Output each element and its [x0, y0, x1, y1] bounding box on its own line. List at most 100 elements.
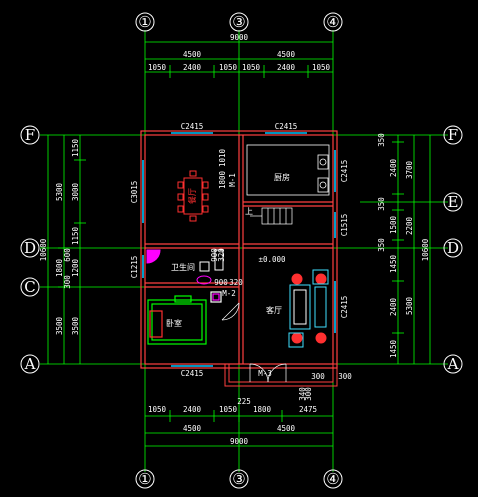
left-dimension-lines [47, 135, 86, 364]
top-axis-bubbles: ① ③ ④ [135, 12, 343, 32]
bottom-small-dim-1: 225 [237, 397, 251, 406]
right-inner-8: 1450 [389, 339, 398, 358]
kitchen-label: 厨房 [274, 172, 290, 182]
bottom-dimension-lines [145, 410, 333, 447]
top-half-dim-2: 4500 [277, 50, 296, 59]
right-axis-bubbles: F E D A [443, 125, 463, 374]
axis-C-left: C [24, 278, 35, 296]
bottom-seg-dim-4: 1800 [253, 405, 272, 414]
axis-1-top: ① [138, 13, 151, 31]
top-seg-dim-5: 2400 [277, 63, 296, 72]
axis-1-bottom: ① [138, 470, 151, 488]
left-mid-2: 1800 [55, 258, 64, 277]
right-mid-2: 2200 [405, 216, 414, 235]
bottom-axis-bubbles: ① ③ ④ [135, 469, 343, 489]
bottom-small-dim-4: 340 [298, 387, 307, 401]
top-seg-dim-6: 1050 [312, 63, 331, 72]
left-axis-bubbles: F D C A [20, 125, 40, 374]
dining-table [177, 170, 209, 222]
top-seg-dim-4: 1050 [242, 63, 261, 72]
right-mid-3: 5300 [405, 296, 414, 315]
top-seg-dim-3: 1050 [219, 63, 238, 72]
bottom-seg-dim-3: 1050 [219, 405, 238, 414]
stair [250, 207, 293, 225]
top-seg-dim-2: 2400 [183, 63, 202, 72]
door-label-bedroom: M-2 [222, 289, 236, 298]
exterior-walls [140, 130, 338, 369]
right-inner-2: 2400 [389, 158, 398, 177]
entry-porch [224, 363, 338, 387]
kitchen-fixtures [246, 144, 330, 196]
top-seg-dim-1: 1050 [148, 63, 167, 72]
wc-label: 卫生间 [171, 262, 195, 272]
right-inner-1: 350 [377, 133, 386, 147]
wc-dim-2: 320 [229, 278, 243, 287]
axis-4-bottom: ④ [326, 470, 339, 488]
left-small-1: 600 [63, 248, 72, 262]
bottom-small-dim-5: 300 [304, 387, 313, 401]
window-label-right-stair: C1515 [340, 214, 349, 237]
bottom-small-dim-2: 300 [311, 372, 325, 381]
axis-3-top: ③ [232, 13, 245, 31]
left-inner-1: 1150 [71, 138, 80, 157]
top-half-dim-1: 4500 [183, 50, 202, 59]
bedroom-furniture [147, 291, 222, 345]
axis-D-left: D [24, 239, 36, 257]
elevation-label: ±0.000 [258, 255, 286, 264]
top-dimension-lines [145, 41, 333, 78]
right-inner-5: 350 [377, 238, 386, 252]
living-label: 客厅 [266, 305, 282, 315]
bottom-half-dim-1: 4500 [183, 424, 202, 433]
window-label-right-living: C2415 [340, 296, 349, 319]
right-inner-3: 350 [377, 197, 386, 211]
stair-up-label: 上 [245, 207, 253, 216]
entry-door [249, 363, 287, 383]
right-mid-1: 3700 [405, 160, 414, 179]
wc-dim-4: 320 [217, 248, 226, 262]
window-label-bottom-left: C2415 [181, 369, 204, 378]
top-total-dim: 9000 [230, 33, 249, 42]
right-outer-total: 10600 [421, 238, 430, 261]
right-inner-4: 1500 [389, 215, 398, 234]
kitchen-dim-a: 1010 [218, 148, 227, 167]
axis-A-right: A [447, 355, 459, 373]
left-small-2: 300 [63, 275, 72, 289]
dining-label: 餐厅 [188, 188, 197, 204]
bedroom-label: 卧室 [166, 318, 182, 328]
axis-F-left: F [25, 126, 35, 144]
left-mid-3: 3500 [55, 316, 64, 335]
axis-E-right: E [448, 193, 459, 211]
wc-dim-1: 900 [214, 278, 228, 287]
living-room-furniture [288, 269, 329, 348]
kitchen-dim-b: 1800 [218, 170, 227, 189]
door-label-entry: M-3 [258, 369, 272, 378]
left-outer-total: 10600 [39, 238, 48, 261]
axis-3-bottom: ③ [232, 470, 245, 488]
left-inner-3: 1150 [71, 226, 80, 245]
wc-fixtures [146, 249, 224, 285]
left-inner-4: 1200 [71, 258, 80, 277]
bottom-small-dim-3: 300 [338, 372, 352, 381]
axis-F-right: F [448, 126, 458, 144]
window-label-top-left: C2415 [181, 122, 204, 131]
left-inner-2: 3000 [71, 182, 80, 201]
bottom-seg-dim-1: 1050 [148, 405, 167, 414]
bottom-half-dim-2: 4500 [277, 424, 296, 433]
axis-A-left: A [24, 355, 36, 373]
window-label-right-kitchen: C2415 [340, 160, 349, 183]
left-inner-5: 3500 [71, 316, 80, 335]
window-label-top-right: C2415 [275, 122, 298, 131]
bedroom-door-swing [221, 302, 240, 321]
right-dimension-lines [392, 135, 431, 364]
door-label-dining: M-1 [228, 173, 237, 187]
right-inner-7: 2400 [389, 297, 398, 316]
right-inner-6: 1450 [389, 254, 398, 273]
bottom-seg-dim-5: 2475 [299, 405, 317, 414]
wc-dim-3: 900 [210, 248, 219, 262]
bottom-seg-dim-2: 2400 [183, 405, 202, 414]
axis-D-right: D [447, 239, 459, 257]
window-label-left-wc: C1215 [130, 256, 139, 279]
left-mid-1: 5300 [55, 182, 64, 201]
window-marks [142, 132, 336, 367]
